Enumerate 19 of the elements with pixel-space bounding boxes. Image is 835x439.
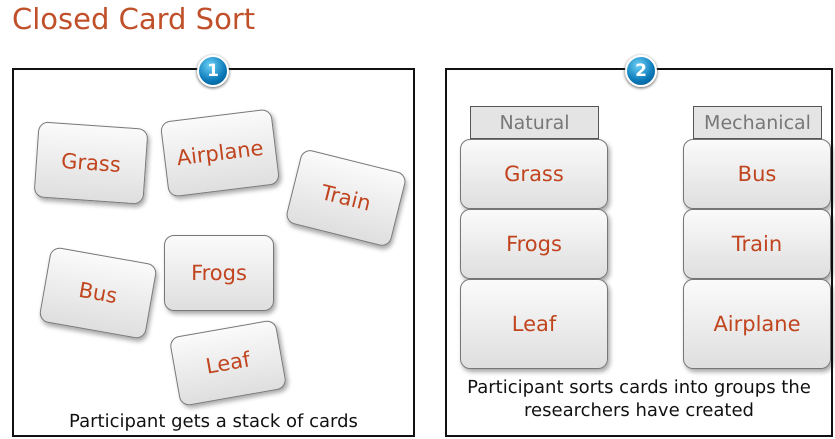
group-label: Mechanical <box>693 106 822 139</box>
word-card: Airplane <box>160 108 280 198</box>
group-label: Natural <box>470 106 599 139</box>
caption-text: Participant sorts cards into groups the researchers have created <box>466 376 812 422</box>
word-card: Frogs <box>164 235 274 311</box>
word-card: Frogs <box>460 209 608 279</box>
title: Closed Card Sort <box>12 2 256 36</box>
word-card: Grass <box>460 139 608 209</box>
word-card: Train <box>683 209 831 279</box>
word-card: Leaf <box>168 319 288 407</box>
word-card: Bus <box>683 139 831 209</box>
word-card: Leaf <box>460 279 608 369</box>
word-card: Bus <box>38 246 158 340</box>
caption-text: Participant gets a stack of cards <box>68 410 359 433</box>
word-card: Airplane <box>683 279 831 369</box>
step-number-badge: 1 <box>197 55 229 87</box>
word-card: Train <box>284 148 408 248</box>
word-card: Grass <box>33 121 149 205</box>
step-number-badge: 2 <box>625 55 657 87</box>
